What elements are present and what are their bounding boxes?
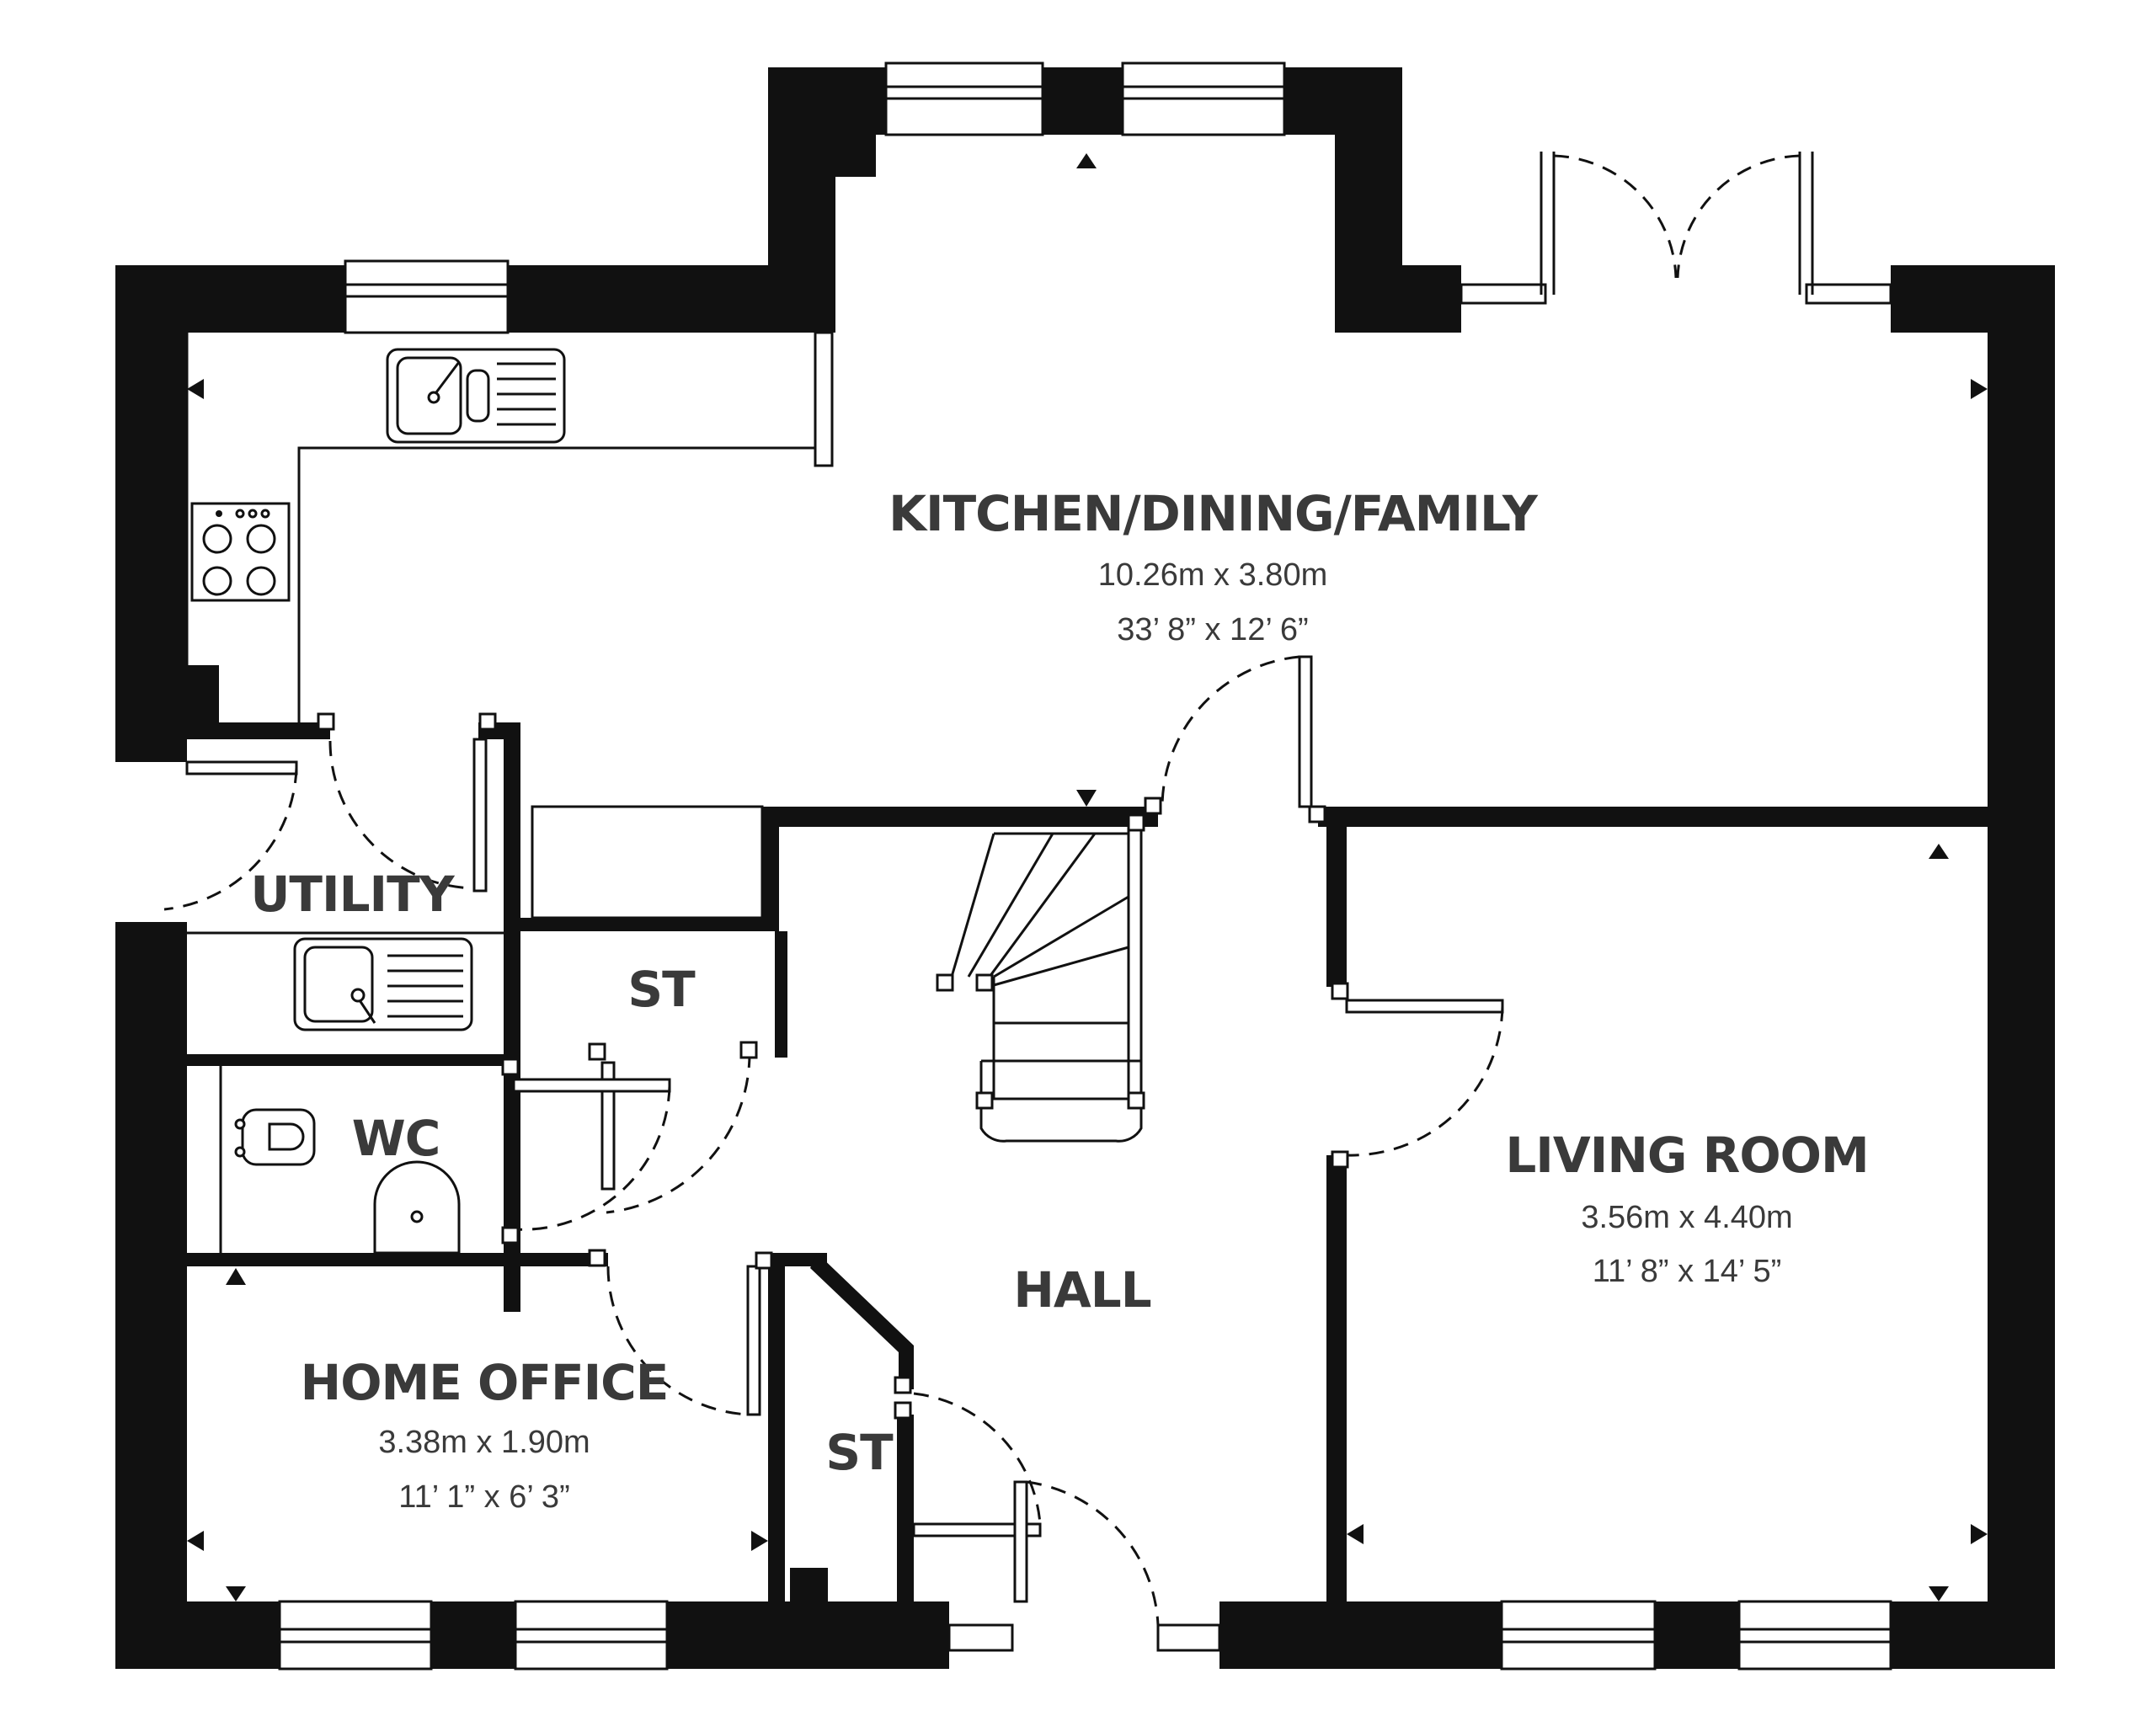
wc-name: WC <box>352 1110 440 1167</box>
hall-name: HALL <box>1013 1261 1150 1319</box>
doors <box>163 152 1814 1626</box>
internal-walls <box>187 722 1988 1665</box>
kitchen-name: KITCHEN/DINING/FAMILY <box>889 485 1539 542</box>
kitchen-sink-icon <box>386 348 566 444</box>
kitchen-metric: 10.26m x 3.80m <box>1098 557 1327 593</box>
dimension-markers <box>187 153 1988 1601</box>
windows <box>278 61 1892 1671</box>
living-metric: 3.56m x 4.40m <box>1581 1200 1792 1235</box>
external-walls <box>115 67 2055 1669</box>
toilet-icon <box>219 1066 316 1253</box>
fixtures <box>181 331 1349 1420</box>
hob-icon <box>190 502 291 602</box>
living-imperial: 11’ 8” x 14’ 5” <box>1593 1254 1782 1289</box>
basin-icon <box>373 1160 461 1255</box>
office-name: HOME OFFICE <box>301 1354 669 1411</box>
office-imperial: 11’ 1” x 6’ 3” <box>398 1479 569 1515</box>
store-upper-name: ST <box>627 961 696 1018</box>
kitchen-imperial: 33’ 8” x 12’ 6” <box>1117 612 1308 648</box>
staircase-icon <box>936 813 1145 1143</box>
room-labels: KITCHEN/DINING/FAMILY 10.26m x 3.80m 33’… <box>250 485 1869 1515</box>
office-metric: 3.38m x 1.90m <box>378 1425 590 1460</box>
store-lower-name: ST <box>825 1424 894 1481</box>
utility-sink-icon <box>293 937 473 1031</box>
living-name: LIVING ROOM <box>1505 1127 1868 1184</box>
utility-name: UTILITY <box>250 866 455 923</box>
